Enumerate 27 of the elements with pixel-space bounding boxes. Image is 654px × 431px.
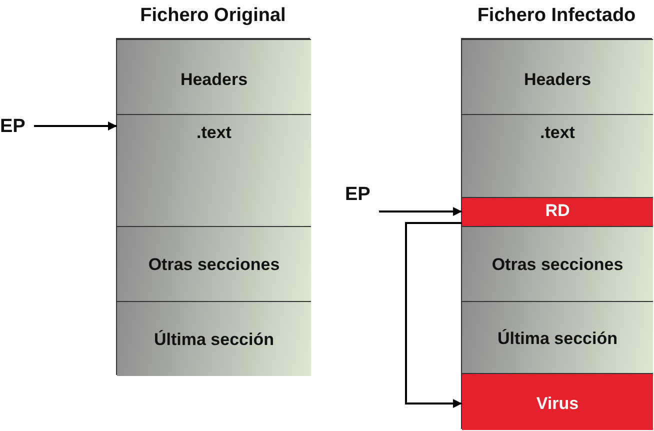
section-label: .text [196, 123, 232, 143]
section-label: Otras secciones [490, 255, 624, 275]
highlight-section-block [462, 197, 653, 226]
column-title: Fichero Original [139, 5, 287, 27]
arrow [379, 207, 462, 216]
entry-point-label: EP [0, 116, 30, 138]
section-block [462, 301, 653, 373]
section-label: Headers [522, 70, 592, 90]
column-title: Fichero Infectado [476, 5, 637, 27]
section-block [117, 301, 311, 376]
highlight-section-block [462, 373, 653, 430]
section-label: Headers [179, 70, 249, 90]
section-block [117, 226, 311, 301]
section-label: .text [539, 123, 576, 143]
section-label: Otras secciones [147, 255, 281, 275]
section-block [462, 226, 653, 301]
section-block [462, 114, 653, 197]
entry-point-label: EP [345, 184, 375, 206]
section-label: Virus [535, 394, 580, 414]
section-block [117, 114, 311, 226]
section-label: RD [544, 201, 571, 221]
section-block [117, 39, 311, 114]
section-label: Última sección [153, 330, 275, 350]
arrow [405, 222, 462, 408]
arrow [34, 122, 117, 130]
section-label: Última sección [496, 329, 618, 349]
section-block [462, 39, 653, 114]
